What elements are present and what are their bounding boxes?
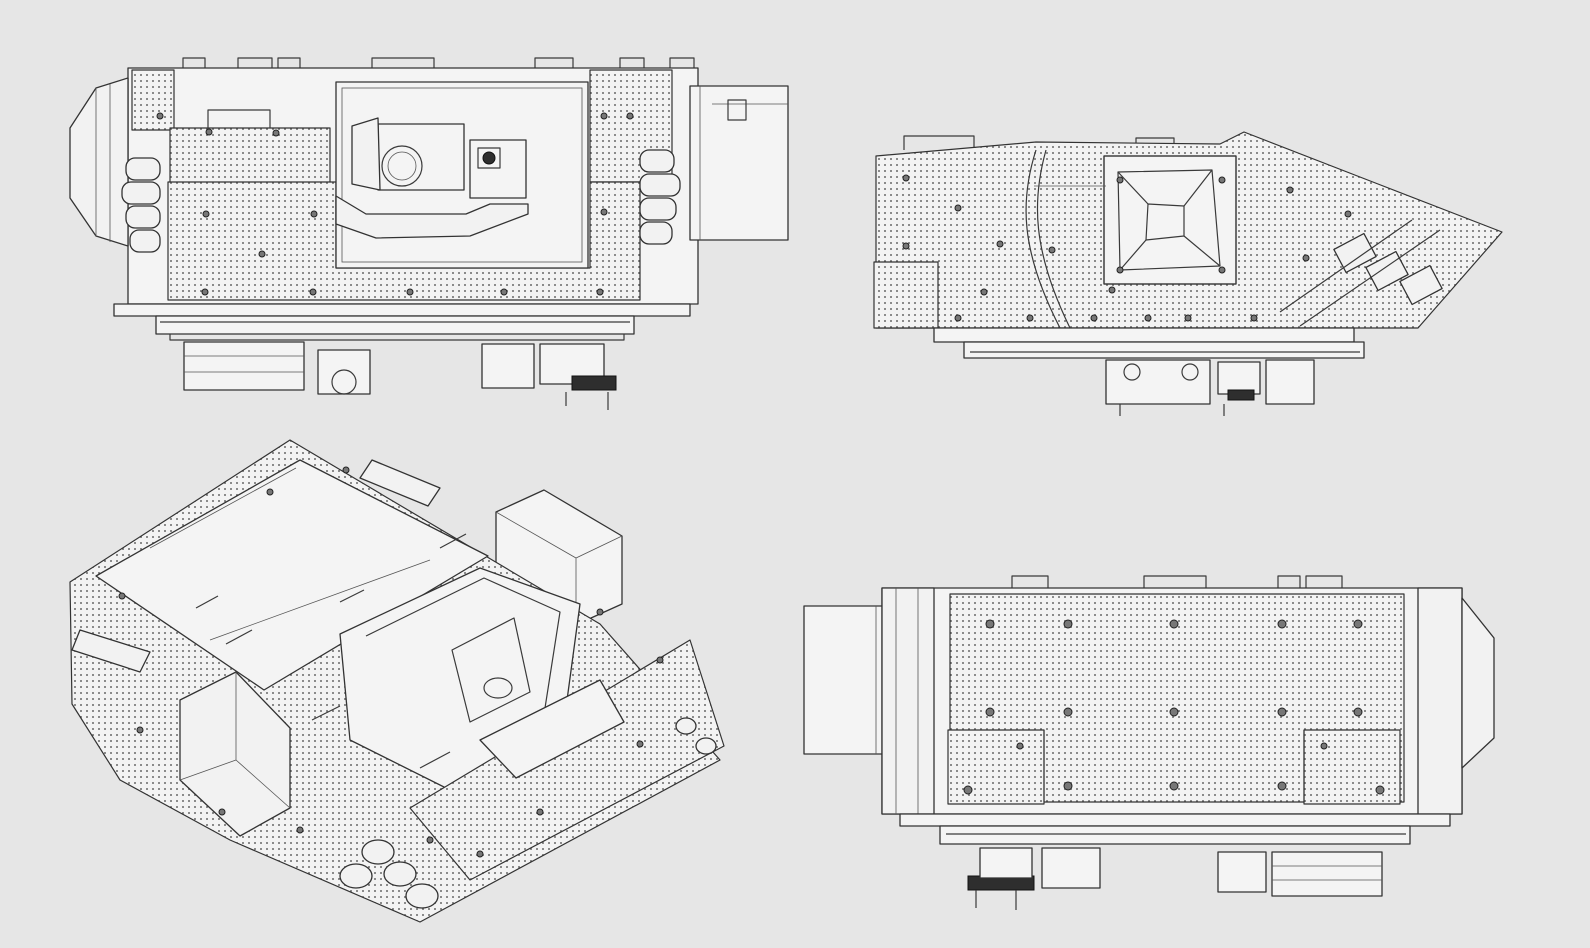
isometric-view-drawing xyxy=(69,439,725,923)
bottom-view-drawing xyxy=(803,575,1495,910)
side-view-drawing xyxy=(873,131,1503,416)
top-view-drawing xyxy=(69,57,789,410)
